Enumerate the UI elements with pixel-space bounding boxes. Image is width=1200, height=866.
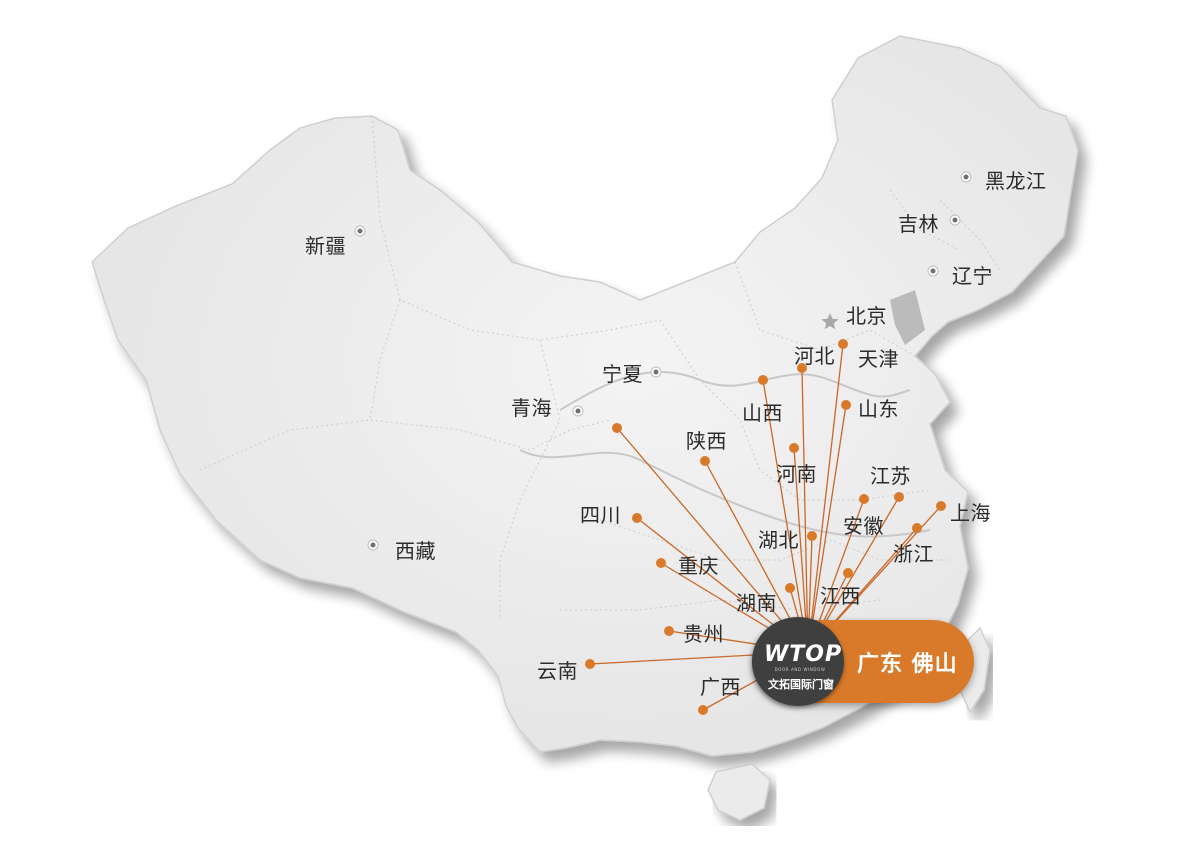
province-borders	[199, 115, 1001, 620]
route-marker[interactable]	[700, 456, 710, 466]
route-marker[interactable]	[859, 494, 869, 504]
route-marker[interactable]	[894, 492, 904, 502]
label-heilongjiang: 黑龙江	[985, 169, 1047, 193]
label-ningxia: 宁夏	[602, 362, 643, 386]
label-hunan: 湖南	[736, 591, 777, 615]
label-xinjiang: 新疆	[305, 234, 346, 258]
label-anhui: 安徽	[843, 514, 884, 538]
route-marker[interactable]	[789, 443, 799, 453]
label-zhejiang: 浙江	[893, 542, 934, 566]
route-marker[interactable]	[698, 705, 708, 715]
label-guizhou: 贵州	[683, 622, 724, 646]
label-shaanxi: 陕西	[686, 429, 727, 453]
route-line	[616, 427, 809, 653]
label-yunnan: 云南	[537, 659, 578, 683]
route-marker[interactable]	[612, 423, 622, 433]
route-marker[interactable]	[656, 558, 666, 568]
route-line	[807, 343, 844, 653]
logo-subtext: DOOR AND WINDOW	[774, 667, 826, 672]
route-marker[interactable]	[585, 659, 595, 669]
label-sichuan: 四川	[580, 503, 621, 527]
label-jilin: 吉林	[898, 212, 939, 236]
label-guangxi: 广西	[700, 675, 741, 699]
label-shandong: 山东	[858, 397, 899, 421]
route-marker[interactable]	[664, 626, 674, 636]
route-line	[807, 404, 847, 653]
label-shanghai: 上海	[950, 501, 991, 525]
route-marker[interactable]	[785, 583, 795, 593]
province-marker-dot	[575, 408, 581, 414]
route-marker[interactable]	[838, 339, 848, 349]
label-hebei: 河北	[794, 344, 835, 368]
label-tianjin: 天津	[858, 347, 899, 371]
province-marker-dot	[930, 268, 936, 274]
label-henan: 河南	[776, 462, 817, 486]
label-shanxi: 山西	[742, 401, 783, 425]
rivers	[519, 371, 931, 538]
province-markers	[354, 171, 972, 715]
label-chongqing: 重庆	[678, 554, 719, 578]
logo-cn-text: 文拓国际门窗	[768, 678, 834, 691]
headquarters-location: 广东 佛山	[857, 652, 958, 677]
capital-star-icon	[821, 313, 839, 330]
route-marker[interactable]	[797, 363, 807, 373]
label-hubei: 湖北	[758, 528, 799, 552]
province-marker-dot	[653, 369, 659, 375]
route-marker[interactable]	[843, 568, 853, 578]
route-line	[801, 367, 809, 653]
route-marker[interactable]	[758, 375, 768, 385]
hainan-island	[707, 763, 771, 821]
label-qinghai: 青海	[511, 396, 552, 420]
label-jiangxi: 江西	[820, 584, 861, 608]
label-xizang: 西藏	[395, 539, 436, 563]
route-marker[interactable]	[936, 501, 946, 511]
route-marker[interactable]	[841, 400, 851, 410]
province-marker-dot	[370, 542, 376, 548]
route-line	[762, 379, 809, 653]
company-logo	[752, 617, 844, 706]
route-marker[interactable]	[632, 513, 642, 523]
label-jiangsu: 江苏	[870, 464, 911, 488]
logo-text: WTOP	[764, 642, 843, 667]
label-liaoning: 辽宁	[952, 264, 993, 288]
province-marker-dot	[357, 228, 363, 234]
route-marker[interactable]	[807, 531, 817, 541]
province-marker-dot	[963, 174, 969, 180]
label-beijing: 北京	[846, 304, 887, 328]
province-marker-dot	[952, 217, 958, 223]
route-marker[interactable]	[912, 523, 922, 533]
bohai-bay	[890, 290, 925, 345]
